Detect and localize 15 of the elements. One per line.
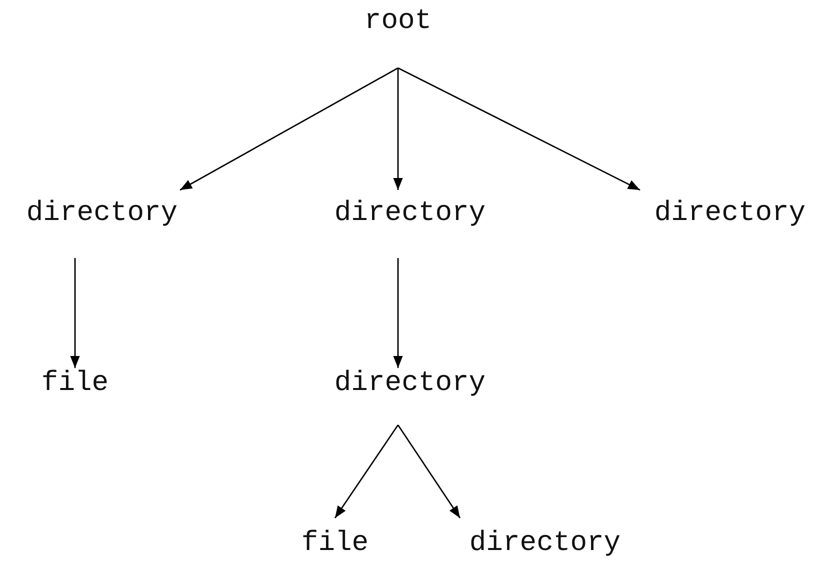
arrow (397, 424, 461, 518)
node-label: directory (654, 198, 806, 230)
node-label: root (364, 6, 432, 38)
arrow (398, 67, 640, 191)
node-label: directory (334, 198, 486, 230)
arrow (393, 258, 403, 368)
arrow (180, 67, 398, 191)
arrow (393, 68, 403, 190)
node-label: directory (469, 528, 621, 560)
node-label: file (41, 368, 109, 400)
node-label: file (301, 528, 369, 560)
arrow (70, 258, 80, 368)
arrow (334, 424, 399, 518)
node-label: directory (26, 198, 178, 230)
node-label: directory (334, 368, 486, 400)
